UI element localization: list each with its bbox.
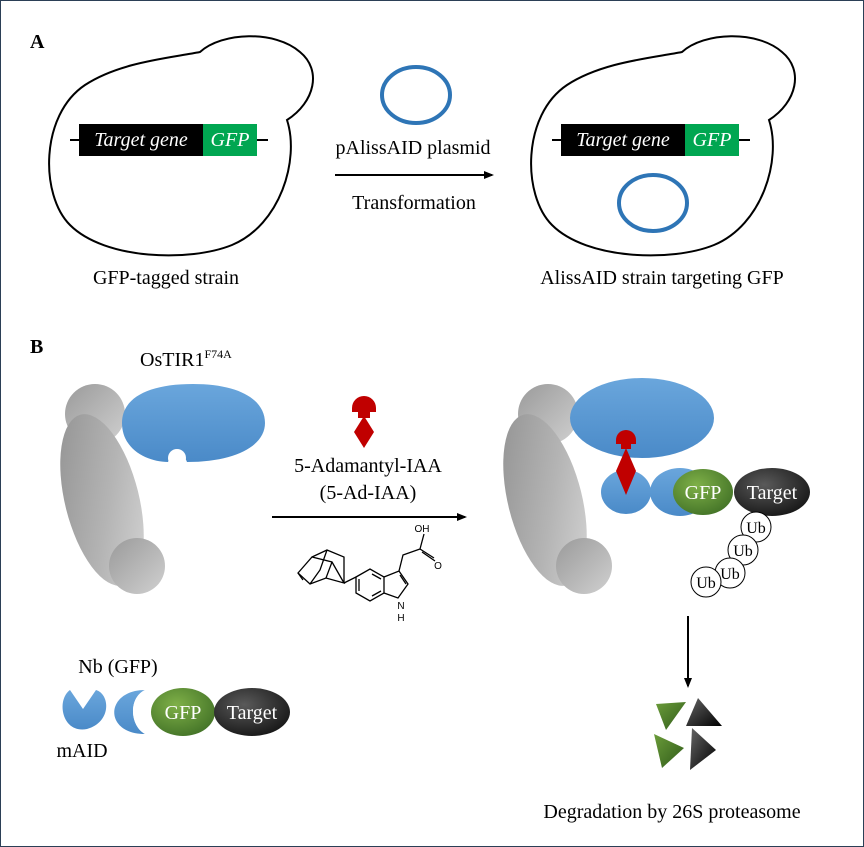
gfp-protein-label-right: GFP <box>685 482 722 504</box>
target-gene-label: Target gene <box>94 129 188 151</box>
molecule-o-label: O <box>434 561 442 572</box>
maid-label: mAID <box>56 740 107 762</box>
degraded-fragments-icon <box>654 698 722 770</box>
gfp-protein-left <box>151 688 215 736</box>
ligand-abbrev: (5-Ad-IAA) <box>320 482 417 504</box>
panel-b-label: B <box>30 336 43 358</box>
panel-a-label: A <box>30 31 45 53</box>
plasmid-in-cell-icon <box>617 173 689 233</box>
ubiquitin-label-4: Ub <box>696 575 716 592</box>
gfp-tag-label-right: GFP <box>693 129 732 151</box>
scf-complex-left <box>60 384 265 594</box>
molecule-n-label: N <box>397 601 404 612</box>
receptor-label: OsTIR1F74A <box>140 347 232 371</box>
plasmid-icon <box>380 65 452 125</box>
gfp-protein-right <box>673 469 733 515</box>
degradation-caption: Degradation by 26S proteasome <box>543 801 800 823</box>
ad-iaa-structure <box>297 533 436 602</box>
gene-construct-right: Target gene GFP <box>552 124 750 156</box>
gfp-protein-label-left: GFP <box>165 702 202 724</box>
target-gene-label-right: Target gene <box>576 129 670 151</box>
transformation-label: Transformation <box>352 192 476 214</box>
ligand-name: 5-Adamantyl-IAA <box>294 455 442 477</box>
molecule-oh-label: OH <box>415 524 430 535</box>
target-protein-left <box>214 688 290 736</box>
nb-label: Nb (GFP) <box>78 656 157 678</box>
plasmid-label: pAlissAID plasmid <box>336 137 491 159</box>
gene-construct-left: Target gene GFP <box>70 124 268 156</box>
scf-complex-right <box>503 378 714 594</box>
ubiquitin-label-2: Ub <box>733 543 753 560</box>
target-protein-label-right: Target <box>747 482 798 504</box>
ubiquitin-label-3: Ub <box>720 566 740 583</box>
left-strain-caption: GFP-tagged strain <box>93 267 239 289</box>
molecule-h-label: H <box>397 613 404 624</box>
target-protein-right <box>734 468 810 516</box>
ubiquitin-label-1: Ub <box>746 520 766 537</box>
target-protein-label-left: Target <box>227 702 278 724</box>
ubiquitin-chain <box>690 511 772 598</box>
gfp-tag-label: GFP <box>211 129 250 151</box>
auxin-ligand-icon <box>352 396 376 448</box>
right-strain-caption: AlissAID strain targeting GFP <box>540 267 784 289</box>
